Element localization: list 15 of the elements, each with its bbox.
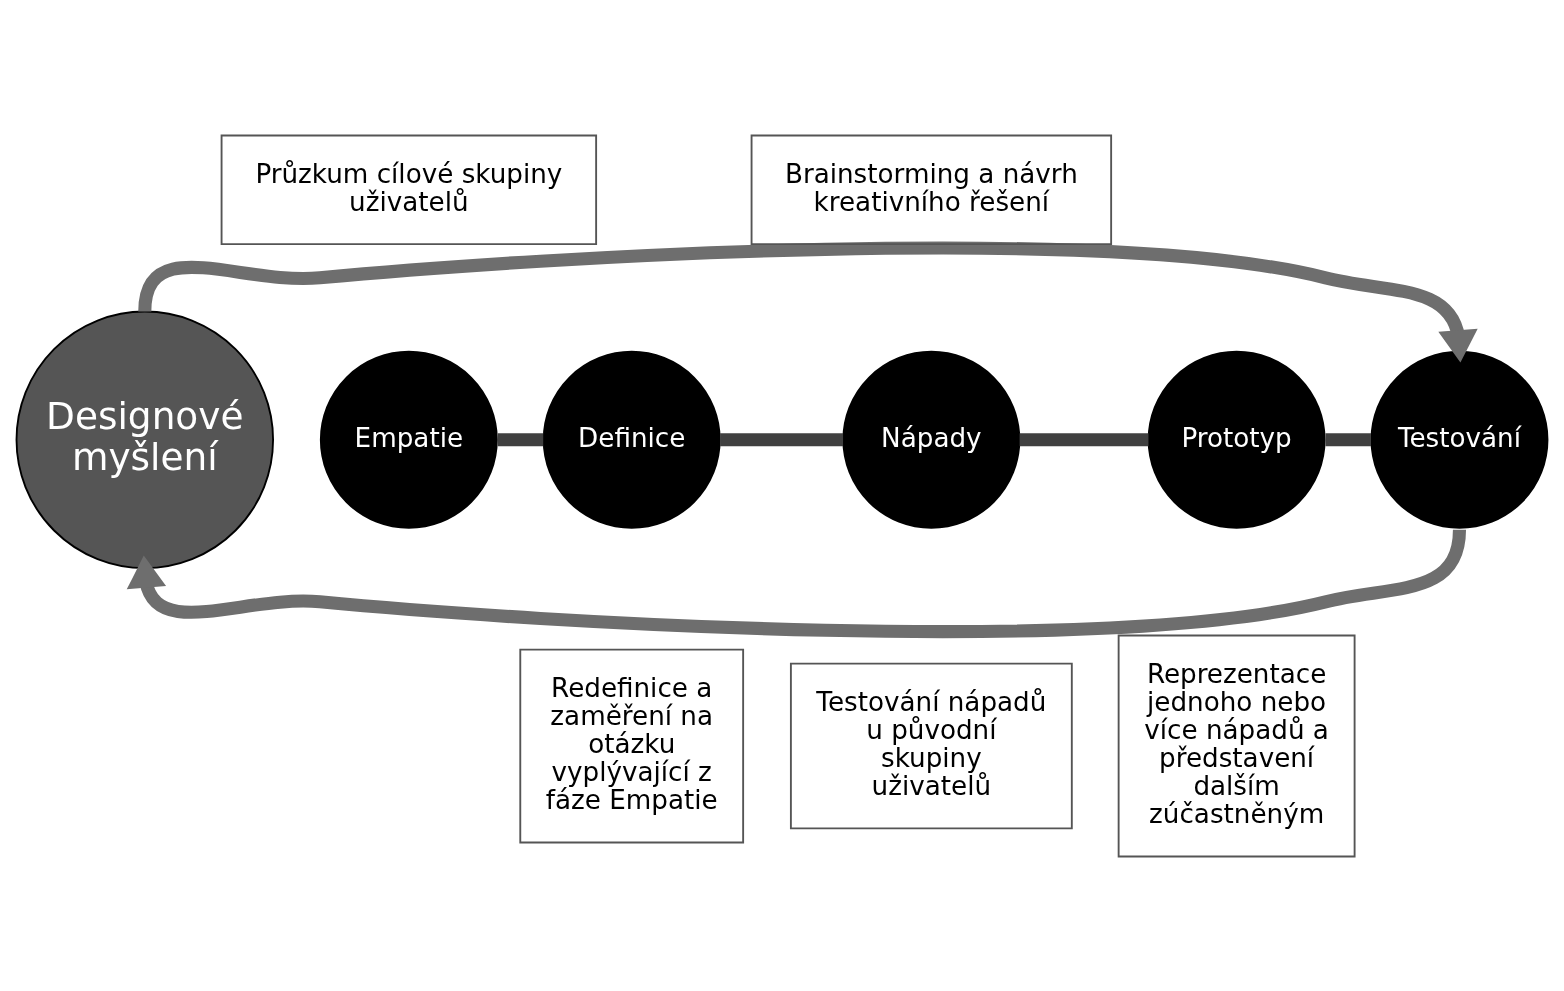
node-circle: Definice bbox=[542, 350, 721, 529]
node-circle: Empatie bbox=[319, 350, 498, 529]
node-box: Reprezentace jednoho nebo více nápadů a představení dalším zúčastněným bbox=[1117, 634, 1356, 857]
node-box: Testování nápadů u původní skupiny uživatelů bbox=[789, 662, 1073, 829]
node-circle: Testování bbox=[1370, 350, 1549, 529]
node-circle: Prototyp bbox=[1147, 350, 1326, 529]
connector bbox=[1325, 432, 1371, 446]
connector bbox=[1019, 432, 1149, 446]
connector bbox=[720, 432, 844, 446]
node-circle: Nápady bbox=[842, 350, 1021, 529]
node-circle: Designové myšlení bbox=[15, 310, 274, 569]
connector bbox=[497, 432, 544, 446]
node-box: Brainstorming a návrh kreativního řešení bbox=[750, 134, 1113, 245]
node-box: Průzkum cílové skupiny uživatelů bbox=[220, 134, 598, 245]
node-box: Redefinice a zaměření na otázku vyplývající z fáze Empatie bbox=[519, 648, 745, 843]
